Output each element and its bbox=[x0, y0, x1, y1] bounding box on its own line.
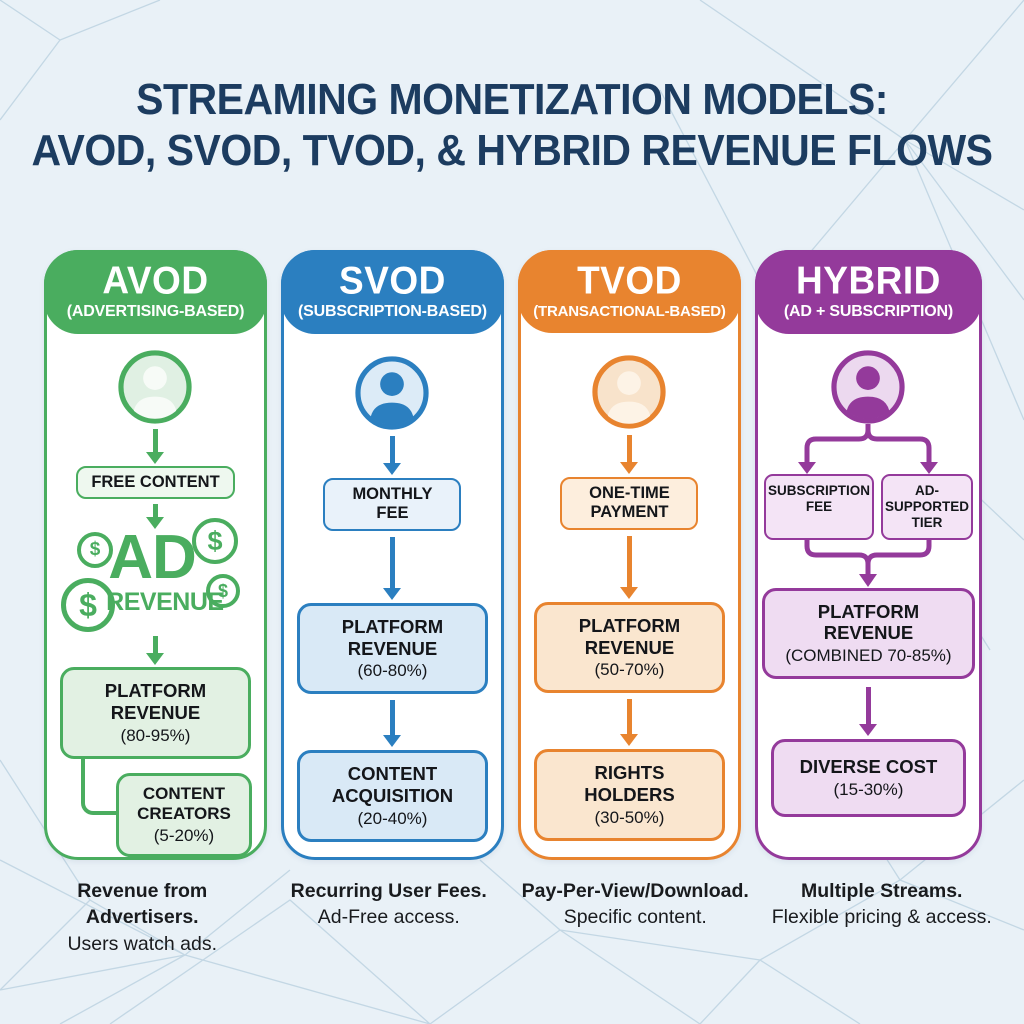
merge-arrows bbox=[804, 539, 932, 587]
one-time-payment-box: ONE-TIME PAYMENT bbox=[560, 476, 699, 530]
box-title: CONTENT CREATORS bbox=[137, 783, 231, 824]
avod-column-card: AVOD (ADVERTISING-BASED) FREE CONTENT $ … bbox=[44, 250, 267, 860]
box-percent: (50-70%) bbox=[594, 660, 665, 680]
user-icon bbox=[355, 356, 430, 430]
down-arrow bbox=[153, 428, 158, 453]
down-arrow bbox=[390, 435, 395, 464]
down-arrow bbox=[866, 687, 871, 726]
caption-headline: Pay-Per-View/Download. bbox=[521, 880, 749, 902]
dollar-coin-icon: $ bbox=[77, 532, 113, 569]
ad-supported-tier-box: AD-SUPPORTED TIER bbox=[880, 473, 973, 540]
svod-caption: Recurring User Fees. Ad-Free access. bbox=[271, 878, 508, 957]
down-arrow bbox=[627, 535, 632, 588]
avod-title: AVOD bbox=[102, 258, 209, 302]
box-title: PLATFORM REVENUE bbox=[578, 614, 681, 658]
box-title: DIVERSE COST bbox=[799, 756, 938, 778]
box-percent: (60-80%) bbox=[357, 661, 428, 681]
hybrid-caption: Multiple Streams. Flexible pricing & acc… bbox=[764, 878, 1001, 957]
content-creators-box: CONTENT CREATORS (5-20%) bbox=[115, 772, 252, 858]
title-line-1: STREAMING MONETIZATION MODELS: bbox=[136, 74, 888, 124]
avod-subtitle: (ADVERTISING-BASED) bbox=[66, 302, 245, 320]
box-percent: (30-50%) bbox=[594, 808, 665, 828]
tvod-header: TVOD (TRANSACTIONAL-BASED) bbox=[517, 250, 741, 333]
hybrid-branch-boxes: SUBSCRIPTION FEE AD-SUPPORTED TIER bbox=[763, 473, 973, 540]
hybrid-title: HYBRID bbox=[796, 258, 941, 302]
user-icon bbox=[118, 350, 193, 424]
down-arrow bbox=[627, 699, 632, 736]
content-acquisition-box: CONTENT ACQUISITION (20-40%) bbox=[296, 750, 489, 843]
box-title: PLATFORM REVENUE bbox=[341, 615, 444, 659]
dollar-coin-icon: $ bbox=[191, 518, 238, 565]
tvod-caption: Pay-Per-View/Download. Specific content. bbox=[517, 878, 754, 957]
infographic-title: STREAMING MONETIZATION MODELS: AVOD, SVO… bbox=[0, 74, 1024, 177]
down-arrow bbox=[390, 536, 395, 589]
hybrid-column-card: HYBRID (AD + SUBSCRIPTION) SUBSCRIPTION … bbox=[754, 250, 982, 860]
branch-split-arrows bbox=[798, 423, 939, 474]
ad-revenue-graphic: $ $ $ $ AD REVENUE bbox=[47, 518, 264, 634]
ad-revenue-word-ad: AD bbox=[108, 523, 197, 593]
box-percent: (COMBINED 70-85%) bbox=[785, 646, 952, 666]
svod-platform-revenue-box: PLATFORM REVENUE (60-80%) bbox=[296, 602, 489, 695]
svod-title: SVOD bbox=[339, 258, 446, 302]
caption-detail: Users watch ads. bbox=[67, 932, 218, 955]
box-title: PLATFORM REVENUE bbox=[104, 680, 207, 724]
box-title: RIGHTS HOLDERS bbox=[584, 762, 675, 806]
svod-header: SVOD (SUBSCRIPTION-BASED) bbox=[280, 250, 504, 334]
tvod-title: TVOD bbox=[577, 258, 682, 302]
down-arrow bbox=[390, 700, 395, 737]
tvod-column-card: TVOD (TRANSACTIONAL-BASED) ONE-TIME PAYM… bbox=[517, 250, 741, 860]
box-percent: (80-95%) bbox=[120, 725, 191, 745]
box-percent: (20-40%) bbox=[357, 809, 428, 829]
monthly-fee-box: MONTHLY FEE bbox=[323, 477, 462, 531]
svod-column-card: SVOD (SUBSCRIPTION-BASED) MONTHLY FEE PL… bbox=[280, 250, 504, 860]
avod-caption: Revenue from Advertisers. Users watch ad… bbox=[24, 878, 261, 957]
box-percent: (5-20%) bbox=[153, 826, 215, 846]
rights-holders-box: RIGHTS HOLDERS (30-50%) bbox=[533, 749, 726, 842]
tvod-subtitle: (TRANSACTIONAL-BASED) bbox=[533, 302, 726, 320]
diverse-cost-box: DIVERSE COST (15-30%) bbox=[770, 739, 967, 818]
caption-detail: Ad-Free access. bbox=[317, 906, 460, 929]
hybrid-platform-revenue-box: PLATFORM REVENUE (COMBINED 70-85%) bbox=[762, 587, 975, 680]
user-icon bbox=[592, 355, 667, 429]
ad-revenue-word-revenue: REVENUE bbox=[106, 588, 224, 617]
caption-headline: Multiple Streams. bbox=[801, 880, 963, 902]
tvod-platform-revenue-box: PLATFORM REVENUE (50-70%) bbox=[533, 601, 726, 694]
caption-headline: Recurring User Fees. bbox=[290, 880, 487, 902]
model-columns: AVOD (ADVERTISING-BASED) FREE CONTENT $ … bbox=[44, 250, 982, 860]
dollar-coin-icon: $ bbox=[205, 574, 240, 609]
hybrid-subtitle: (AD + SUBSCRIPTION) bbox=[783, 302, 954, 320]
free-content-box: FREE CONTENT bbox=[76, 465, 235, 500]
dollar-coin-icon: $ bbox=[61, 578, 115, 633]
avod-header: AVOD (ADVERTISING-BASED) bbox=[44, 250, 267, 334]
caption-detail: Flexible pricing & access. bbox=[771, 906, 992, 929]
box-title: PLATFORM REVENUE bbox=[817, 600, 920, 644]
down-arrow bbox=[153, 636, 158, 655]
caption-detail: Specific content. bbox=[563, 906, 707, 929]
avod-platform-revenue-box: PLATFORM REVENUE (80-95%) bbox=[59, 667, 252, 759]
box-title: CONTENT ACQUISITION bbox=[331, 763, 454, 807]
bottom-captions: Revenue from Advertisers. Users watch ad… bbox=[24, 878, 1000, 957]
box-percent: (15-30%) bbox=[833, 780, 904, 800]
subscription-fee-box: SUBSCRIPTION FEE bbox=[763, 473, 874, 540]
content-creators-row: CONTENT CREATORS (5-20%) bbox=[47, 758, 264, 858]
caption-headline: Revenue from Advertisers. bbox=[77, 880, 208, 929]
down-arrow bbox=[153, 504, 158, 519]
hybrid-header: HYBRID (AD + SUBSCRIPTION) bbox=[754, 250, 982, 334]
svod-subtitle: (SUBSCRIPTION-BASED) bbox=[298, 302, 487, 320]
title-line-2: AVOD, SVOD, TVOD, & HYBRID REVENUE FLOWS bbox=[31, 125, 993, 175]
down-arrow bbox=[627, 434, 632, 463]
user-icon bbox=[831, 350, 906, 424]
